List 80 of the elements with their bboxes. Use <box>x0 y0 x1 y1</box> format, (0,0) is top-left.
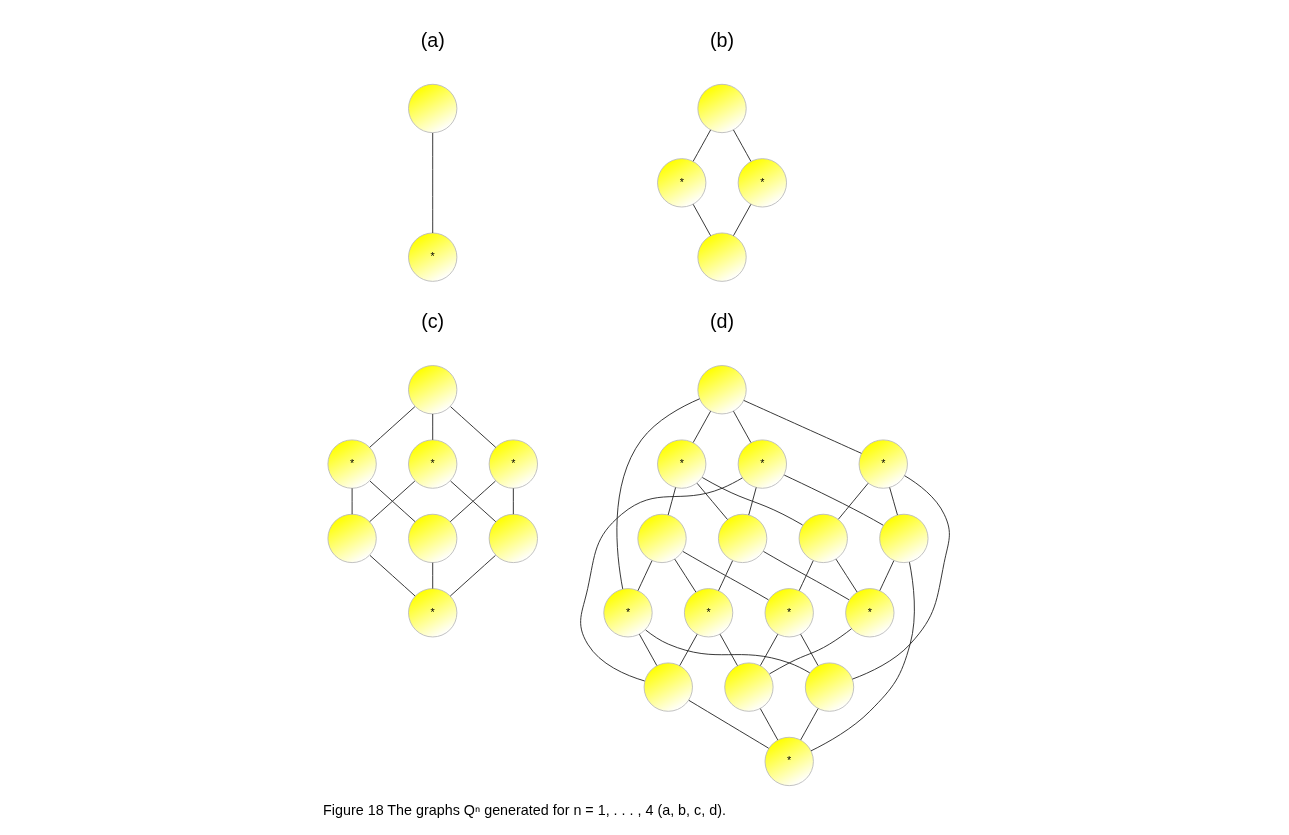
node-circle: * <box>764 588 814 638</box>
node-circle <box>696 83 747 134</box>
node-circle <box>798 513 848 564</box>
connector <box>799 708 819 741</box>
connector <box>431 413 433 441</box>
node-circle: * <box>407 588 457 638</box>
node-circle <box>636 513 687 564</box>
node-circle <box>407 513 457 564</box>
connector <box>717 560 733 592</box>
connector <box>888 487 898 516</box>
connector <box>431 562 433 589</box>
label: (c) <box>420 310 444 333</box>
node-circle: * <box>602 588 653 638</box>
node-circle: * <box>488 439 538 489</box>
node-circle: * <box>326 439 377 489</box>
connector <box>799 633 818 667</box>
node-circle <box>717 513 767 564</box>
node-circle: * <box>737 439 787 489</box>
connector <box>878 560 894 592</box>
connector <box>615 398 700 590</box>
connector <box>431 132 433 234</box>
node-circle: * <box>844 588 894 638</box>
node-circle: * <box>407 232 457 282</box>
label: (a) <box>420 29 445 52</box>
connector <box>798 560 814 592</box>
connector <box>747 487 757 516</box>
connector <box>673 558 696 593</box>
connector <box>678 633 698 667</box>
node-circle: * <box>683 588 733 638</box>
connector <box>696 482 728 520</box>
connector <box>369 554 416 597</box>
connector <box>810 561 915 752</box>
connector <box>638 633 657 667</box>
connector <box>719 633 738 667</box>
connector <box>368 406 415 448</box>
node-circle: * <box>656 158 706 208</box>
node-circle: * <box>764 736 814 787</box>
connector <box>759 708 778 741</box>
connector <box>742 399 862 454</box>
connector <box>692 410 711 443</box>
connector <box>762 551 849 601</box>
connector <box>732 203 751 237</box>
connector <box>692 203 711 237</box>
connector <box>579 477 743 682</box>
connector <box>692 129 711 162</box>
connector <box>837 482 869 520</box>
connector <box>637 560 652 592</box>
node-circle <box>723 662 774 712</box>
node-circle: * <box>407 439 457 489</box>
node-circle <box>326 513 377 564</box>
node-circle: * <box>858 439 908 489</box>
label: (b) <box>709 29 734 52</box>
connector <box>449 480 496 523</box>
connector <box>701 477 803 526</box>
label: (d) <box>709 310 734 333</box>
connector <box>732 410 751 443</box>
connector <box>835 558 858 593</box>
connector <box>732 129 751 162</box>
connector <box>681 551 769 601</box>
connector <box>759 633 778 667</box>
node-circle <box>407 365 457 415</box>
node-circle <box>696 232 747 282</box>
node-circle: * <box>737 158 787 208</box>
node-circle <box>696 365 747 415</box>
connector <box>449 554 496 597</box>
node-circle <box>407 83 457 134</box>
node-circle: * <box>656 439 706 489</box>
connector <box>851 475 950 680</box>
connector <box>512 487 514 515</box>
node-circle <box>878 513 928 564</box>
node-circle <box>488 513 538 564</box>
connector <box>687 699 769 749</box>
caption: Figure 18 The graphs Qⁿ generated for n = 1, . . . , 4 (a, b, c, d). <box>322 802 726 819</box>
connector <box>449 406 496 448</box>
connector <box>783 474 884 526</box>
connector <box>768 628 852 675</box>
node-circle <box>643 662 693 712</box>
connector <box>667 487 676 516</box>
connector <box>644 629 810 674</box>
node-circle <box>804 662 854 712</box>
